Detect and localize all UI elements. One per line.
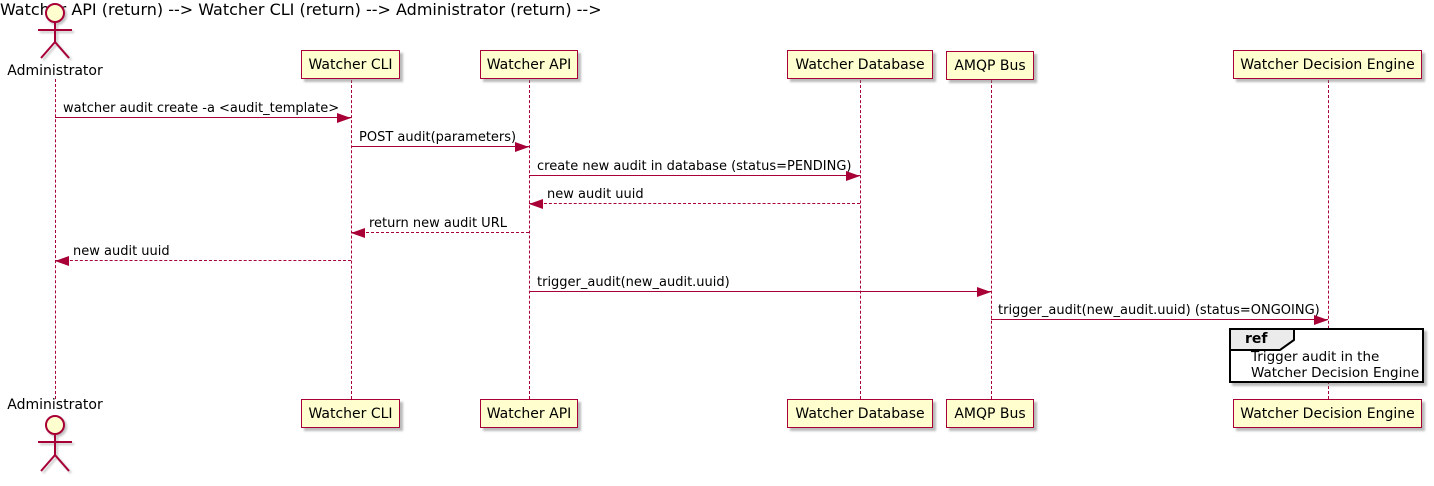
message-5-label: return new audit URL xyxy=(369,216,507,231)
message-1-arrowhead-icon xyxy=(337,113,351,123)
message-1-label: watcher audit create -a <audit_template> xyxy=(63,101,340,116)
actor-label-administrator-bottom: Administrator xyxy=(7,397,103,413)
administrator-actor-icon xyxy=(38,3,72,59)
message-4-arrowhead-icon xyxy=(529,199,543,209)
ref-fragment: ref Trigger audit in the Watcher Decisio… xyxy=(1229,328,1424,383)
lifeline-watcher-cli xyxy=(350,80,352,399)
participant-top-watcher-api: Watcher API xyxy=(480,50,578,79)
message-2-label: POST audit(parameters) xyxy=(359,130,517,145)
lifeline-amqp-bus xyxy=(990,80,992,399)
lifeline-watcher-database xyxy=(859,80,861,399)
message-3-label: create new audit in database (status=PEN… xyxy=(537,159,852,174)
ref-text-line-1: Trigger audit in the xyxy=(1251,349,1380,365)
ref-text-line-2: Watcher Decision Engine xyxy=(1251,365,1420,381)
ref-text: Trigger audit in the Watcher Decision En… xyxy=(1251,349,1419,381)
participant-bottom-watcher-cli: Watcher CLI xyxy=(301,399,400,428)
message-1-line xyxy=(55,117,351,118)
message-6-label: new audit uuid xyxy=(73,244,170,259)
participant-top-watcher-cli: Watcher CLI xyxy=(301,50,400,79)
message-2-arrowhead-icon xyxy=(515,142,529,152)
message-8-label: trigger_audit(new_audit.uuid) (status=ON… xyxy=(998,303,1320,318)
message-6-arrowhead-icon xyxy=(55,256,69,266)
administrator-actor-icon-bottom xyxy=(38,415,72,472)
message-3-arrowhead-icon xyxy=(846,171,860,181)
actor-label-administrator-top: Administrator xyxy=(7,63,103,79)
participant-bottom-amqp-bus: AMQP Bus xyxy=(946,399,1034,428)
lifeline-watcher-decision-engine xyxy=(1327,80,1329,399)
message-4-line xyxy=(529,203,860,204)
participant-top-amqp-bus: AMQP Bus xyxy=(946,51,1034,80)
lifeline-administrator xyxy=(54,79,56,399)
message-8-line xyxy=(991,319,1328,320)
message-6-line xyxy=(55,260,351,261)
participant-bottom-watcher-api: Watcher API xyxy=(480,399,578,428)
message-3-line xyxy=(529,175,860,176)
message-5-arrowhead-icon xyxy=(351,228,365,238)
message-7-arrowhead-icon xyxy=(977,287,991,297)
message-2-line xyxy=(351,146,529,147)
message-5-line xyxy=(351,232,529,233)
message-7-label: trigger_audit(new_audit.uuid) xyxy=(537,275,730,290)
message-4-label: new audit uuid xyxy=(547,187,644,202)
lifeline-watcher-api xyxy=(528,80,530,399)
message-7-line xyxy=(529,291,991,292)
participant-bottom-watcher-database: Watcher Database xyxy=(787,399,933,428)
participant-top-watcher-decision-engine: Watcher Decision Engine xyxy=(1233,50,1422,79)
message-8-arrowhead-icon xyxy=(1314,315,1328,325)
ref-pentagon-icon xyxy=(1229,328,1295,351)
ref-keyword: ref xyxy=(1245,331,1268,347)
participant-top-watcher-database: Watcher Database xyxy=(787,50,933,79)
participant-bottom-watcher-decision-engine: Watcher Decision Engine xyxy=(1233,399,1422,428)
